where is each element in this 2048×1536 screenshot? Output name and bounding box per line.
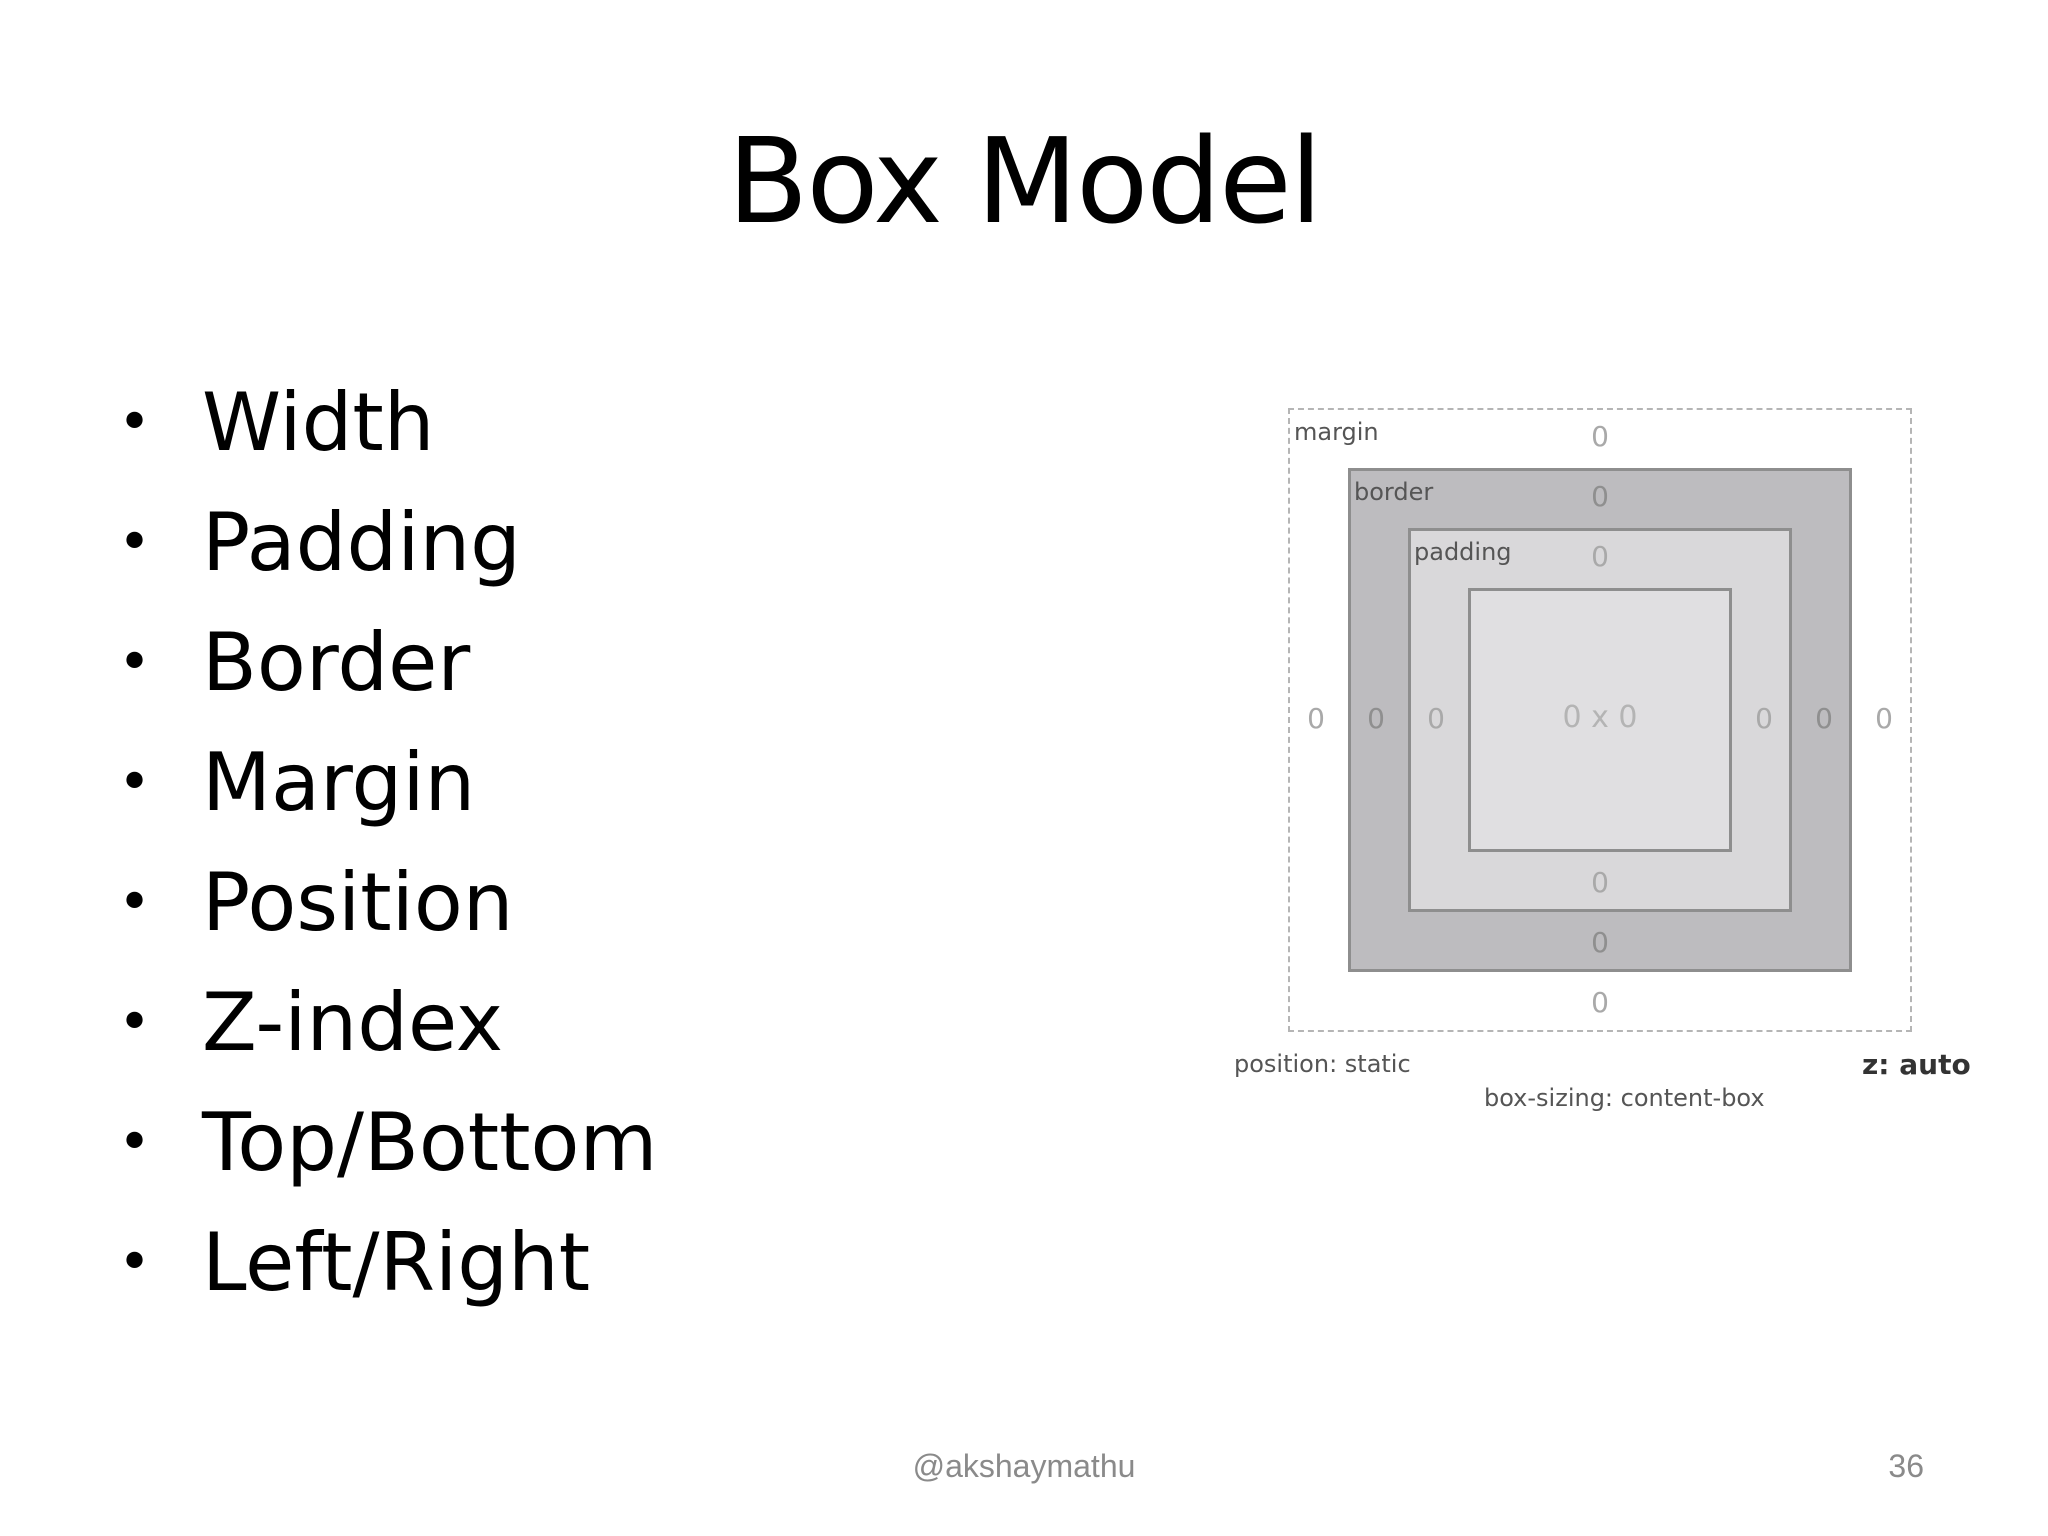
margin-bottom-value: 0 bbox=[1591, 986, 1609, 1019]
padding-left-value: 0 bbox=[1427, 702, 1445, 735]
bullet-icon: • bbox=[118, 389, 152, 455]
list-item: • Left/Right bbox=[118, 1202, 657, 1322]
padding-label: padding bbox=[1414, 538, 1512, 566]
z-index-text: z: auto bbox=[1862, 1048, 1971, 1081]
bullet-text: Top/Bottom bbox=[202, 1095, 658, 1189]
footer-handle: @akshaymathu bbox=[912, 1448, 1136, 1484]
border-right-value: 0 bbox=[1815, 702, 1833, 735]
bullet-icon: • bbox=[118, 1109, 152, 1175]
margin-left-value: 0 bbox=[1307, 702, 1325, 735]
padding-right-value: 0 bbox=[1755, 702, 1773, 735]
padding-bottom-value: 0 bbox=[1591, 866, 1609, 899]
content-size-value: 0 x 0 bbox=[1562, 700, 1638, 735]
list-item: • Z-index bbox=[118, 962, 657, 1082]
list-item: • Margin bbox=[118, 722, 657, 842]
margin-right-value: 0 bbox=[1875, 702, 1893, 735]
margin-top-value: 0 bbox=[1591, 420, 1609, 453]
border-label: border bbox=[1354, 478, 1434, 506]
bullet-list: • Width • Padding • Border • Margin • Positio… bbox=[118, 362, 657, 1322]
bullet-icon: • bbox=[118, 509, 152, 575]
content-box bbox=[1468, 588, 1732, 852]
border-bottom-value: 0 bbox=[1591, 926, 1609, 959]
slide-title: Box Model bbox=[727, 112, 1322, 250]
bullet-text: Z-index bbox=[202, 975, 504, 1069]
list-item: • Top/Bottom bbox=[118, 1082, 657, 1202]
bullet-icon: • bbox=[118, 989, 152, 1055]
bullet-icon: • bbox=[118, 629, 152, 695]
bullet-text: Position bbox=[202, 855, 514, 949]
bullet-text: Border bbox=[202, 615, 471, 709]
bullet-text: Width bbox=[202, 375, 435, 469]
border-top-value: 0 bbox=[1591, 480, 1609, 513]
position-text: position: static bbox=[1234, 1050, 1411, 1078]
bullet-text: Padding bbox=[202, 495, 521, 589]
list-item: • Padding bbox=[118, 482, 657, 602]
bullet-icon: • bbox=[118, 869, 152, 935]
bullet-icon: • bbox=[118, 749, 152, 815]
box-model-diagram: margin border padding 0 0 0 0 0 0 0 x 0 … bbox=[1228, 400, 2008, 1140]
list-item: • Width bbox=[118, 362, 657, 482]
box-sizing-text: box-sizing: content-box bbox=[1484, 1084, 1765, 1112]
list-item: • Border bbox=[118, 602, 657, 722]
bullet-text: Margin bbox=[202, 735, 476, 829]
bullet-icon: • bbox=[118, 1229, 152, 1295]
list-item: • Position bbox=[118, 842, 657, 962]
border-left-value: 0 bbox=[1367, 702, 1385, 735]
bullet-text: Left/Right bbox=[202, 1215, 591, 1309]
page-number: 36 bbox=[1888, 1448, 1924, 1484]
margin-label: margin bbox=[1294, 418, 1379, 446]
padding-top-value: 0 bbox=[1591, 540, 1609, 573]
